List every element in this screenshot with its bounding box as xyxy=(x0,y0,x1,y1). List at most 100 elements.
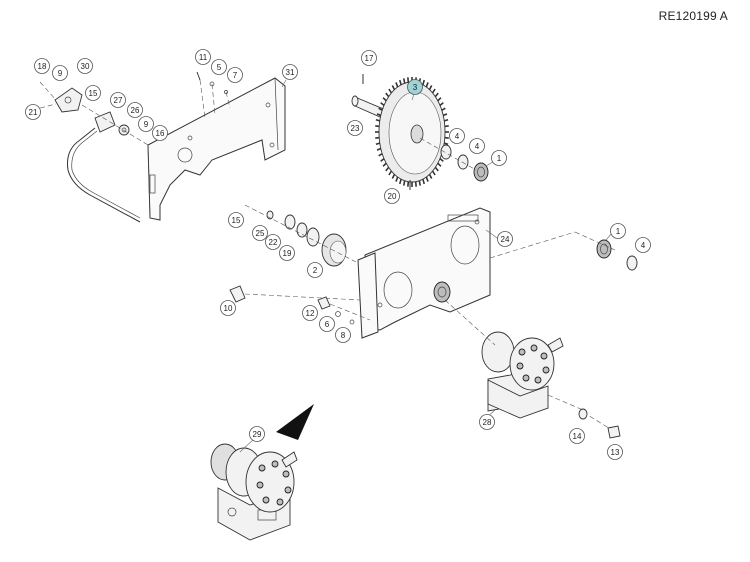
callout-number: 19 xyxy=(283,249,292,258)
callout-number: 28 xyxy=(483,418,492,427)
callout-c4b: 4 xyxy=(469,138,485,154)
callout-number: 4 xyxy=(641,241,646,250)
callout-c29: 29 xyxy=(249,426,265,442)
callout-circle xyxy=(449,128,465,144)
callout-c28: 28 xyxy=(479,414,495,430)
callout-circle xyxy=(152,125,168,141)
callout-c1b: 1 xyxy=(610,223,626,239)
callout-number: 14 xyxy=(573,432,582,441)
callout-circle xyxy=(110,92,126,108)
hydraulic-motor-right xyxy=(444,299,613,431)
callout-number: 17 xyxy=(365,54,374,63)
callout-c12: 12 xyxy=(302,305,318,321)
callout-number: 24 xyxy=(501,235,510,244)
callout-c3: 3 xyxy=(407,79,423,95)
callout-c24: 24 xyxy=(497,231,513,247)
callout-number: 13 xyxy=(611,448,620,457)
callout-circle xyxy=(479,414,495,430)
callout-circle xyxy=(282,64,298,80)
callout-circle xyxy=(279,245,295,261)
callout-c1a: 1 xyxy=(491,150,507,166)
callout-c11: 11 xyxy=(195,49,211,65)
callout-c8: 8 xyxy=(335,327,351,343)
callout-number: 1 xyxy=(497,154,502,163)
callout-c14: 14 xyxy=(569,428,585,444)
callout-circle xyxy=(252,225,268,241)
center-mounting-plate xyxy=(357,207,491,339)
callout-circle xyxy=(249,426,265,442)
callout-circle xyxy=(491,150,507,166)
callout-circle xyxy=(138,116,154,132)
callout-c25: 25 xyxy=(252,225,268,241)
callout-number: 9 xyxy=(144,120,149,129)
callout-number: 21 xyxy=(29,108,38,117)
callout-circle xyxy=(77,58,93,74)
lever-assembly xyxy=(39,81,149,146)
callout-c19: 19 xyxy=(279,245,295,261)
callout-number: 2 xyxy=(313,266,318,275)
callout-circle xyxy=(227,67,243,83)
callout-circle xyxy=(302,305,318,321)
callout-c9a: 9 xyxy=(52,65,68,81)
callout-number: 20 xyxy=(388,192,397,201)
callout-c26: 26 xyxy=(127,102,143,118)
center-bolts xyxy=(229,285,371,325)
callout-c21: 21 xyxy=(25,104,41,120)
callout-number: 16 xyxy=(156,129,165,138)
drive-gear-stack xyxy=(244,204,357,267)
callout-c5: 5 xyxy=(211,59,227,75)
diagram-reference-id: RE120199 A xyxy=(658,9,728,23)
right-seals xyxy=(489,231,638,271)
callout-circle xyxy=(220,300,236,316)
hydraulic-motor-left xyxy=(210,443,298,541)
small-bolts-top xyxy=(196,71,231,119)
callout-number: 8 xyxy=(341,331,346,340)
callout-number: 9 xyxy=(58,69,63,78)
callout-circle xyxy=(569,428,585,444)
callout-circle xyxy=(52,65,68,81)
callout-number: 26 xyxy=(131,106,140,115)
callout-circle xyxy=(635,237,651,253)
callout-c22: 22 xyxy=(265,234,281,250)
callout-circle xyxy=(335,327,351,343)
gear-washers xyxy=(362,74,489,190)
linkage-rod xyxy=(67,127,141,223)
callout-c6: 6 xyxy=(319,316,335,332)
callout-number: 4 xyxy=(455,132,460,141)
callout-c9b: 9 xyxy=(138,116,154,132)
callout-c13: 13 xyxy=(607,444,623,460)
callout-c4a: 4 xyxy=(449,128,465,144)
callout-number: 31 xyxy=(286,68,295,77)
callout-circle xyxy=(607,444,623,460)
callout-number: 10 xyxy=(224,304,233,313)
callout-c27: 27 xyxy=(110,92,126,108)
callout-circle xyxy=(228,212,244,228)
callout-number: 27 xyxy=(114,96,123,105)
callout-number: 12 xyxy=(306,309,315,318)
callout-circle xyxy=(319,316,335,332)
callout-c18: 18 xyxy=(34,58,50,74)
callout-number: 11 xyxy=(199,53,208,62)
callout-circle xyxy=(469,138,485,154)
callout-number: 23 xyxy=(351,124,360,133)
callout-number: 18 xyxy=(38,62,47,71)
callout-number: 22 xyxy=(269,238,278,247)
callout-c30: 30 xyxy=(77,58,93,74)
callout-c15a: 15 xyxy=(85,85,101,101)
callout-number: 25 xyxy=(256,229,265,238)
callout-number: 1 xyxy=(616,227,621,236)
callout-c2: 2 xyxy=(307,262,323,278)
callout-circle xyxy=(195,49,211,65)
callout-circle xyxy=(211,59,227,75)
callout-circle xyxy=(127,102,143,118)
callout-c7: 7 xyxy=(227,67,243,83)
callout-number: 29 xyxy=(253,430,262,439)
callout-number: 7 xyxy=(233,71,238,80)
callout-c17: 17 xyxy=(361,50,377,66)
callout-circle xyxy=(384,188,400,204)
callout-number: 15 xyxy=(232,216,241,225)
callout-circle xyxy=(407,79,423,95)
callout-c23: 23 xyxy=(347,120,363,136)
